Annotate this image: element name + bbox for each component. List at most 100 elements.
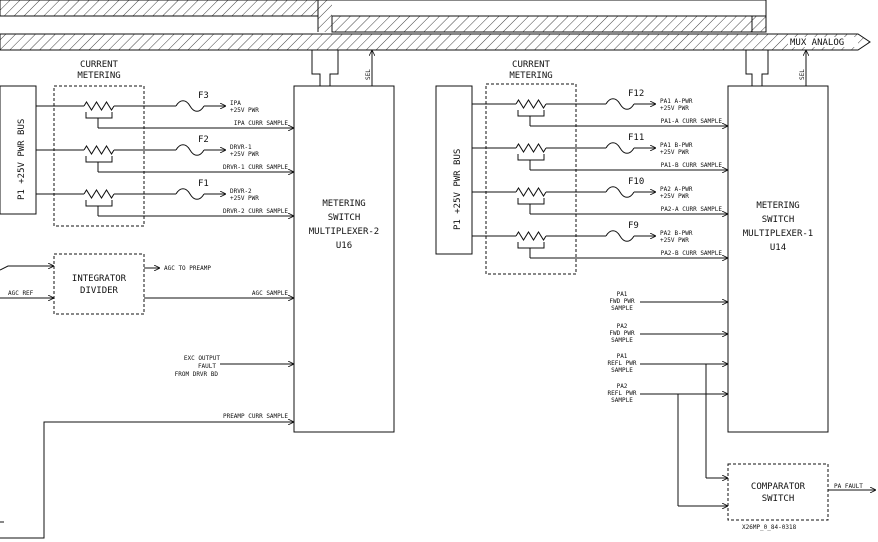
exc-output-2: FAULT bbox=[198, 363, 216, 370]
pa-sample-label: FWD PWR bbox=[609, 298, 635, 305]
sel-left: SEL bbox=[365, 69, 372, 80]
mux-1-box bbox=[727, 85, 829, 433]
pa-sample-label: SAMPLE bbox=[611, 397, 633, 404]
fuse-icon bbox=[175, 100, 205, 112]
mux-analog-bus bbox=[0, 0, 871, 87]
pa-sample-label: PA1 bbox=[617, 353, 628, 360]
mux-1-label-4: U14 bbox=[770, 243, 786, 253]
curr-sample-label: PA1-A CURR SAMPLE bbox=[661, 118, 723, 125]
fuse-dest-1: IPA bbox=[230, 100, 241, 107]
fuse-dest-1: PA2 B-PWR bbox=[660, 230, 693, 237]
resistor-icon bbox=[83, 101, 115, 111]
pa-sample-label: SAMPLE bbox=[611, 305, 633, 312]
left-pwr-bus bbox=[0, 85, 37, 215]
fuse-id: F2 bbox=[198, 135, 209, 145]
fuse-dest-2: +25V PWR bbox=[230, 151, 259, 158]
mux-2-box bbox=[293, 85, 395, 433]
preamp-curr-sample: PREAMP CURR SAMPLE bbox=[223, 413, 288, 420]
sel-right: SEL bbox=[799, 69, 806, 80]
mux-1-label-3: MULTIPLEXER-1 bbox=[743, 229, 813, 239]
mux-1-label-1: METERING bbox=[756, 201, 799, 211]
resistor-icon bbox=[515, 143, 547, 153]
fuse-icon bbox=[605, 98, 635, 110]
fuse-id: F10 bbox=[628, 177, 644, 187]
fuse-dest-2: +25V PWR bbox=[660, 237, 689, 244]
mux-2-label-1: METERING bbox=[322, 199, 365, 209]
left-pwr-bus-label: P1 +25V PWR BUS bbox=[17, 119, 27, 200]
fuse-dest-2: +25V PWR bbox=[230, 107, 259, 114]
exc-output-1: EXC OUTPUT bbox=[184, 355, 221, 362]
right-metering-box bbox=[485, 83, 577, 275]
right-metering-title-2: METERING bbox=[509, 71, 552, 81]
fuse-icon bbox=[605, 142, 635, 154]
resistor-icon bbox=[515, 231, 547, 241]
pa-sample-label: PA1 bbox=[617, 291, 628, 298]
pa-sample-label: PA2 bbox=[617, 323, 628, 330]
fuse-dest-1: PA1 B-PWR bbox=[660, 142, 693, 149]
right-pwr-bus-label: P1 +25V PWR BUS bbox=[453, 149, 463, 230]
left-metering-title-2: METERING bbox=[77, 71, 120, 81]
agc-ref: AGC REF bbox=[8, 290, 34, 297]
resistor-icon bbox=[83, 189, 115, 199]
right-pwr-bus bbox=[435, 85, 473, 255]
integrator-box bbox=[53, 253, 145, 315]
integrator-label-2: DIVIDER bbox=[80, 286, 119, 296]
curr-sample-label: DRVR-1 CURR SAMPLE bbox=[223, 164, 288, 171]
pa-sample-label: SAMPLE bbox=[611, 337, 633, 344]
exc-output-3: FROM DRVR BD bbox=[175, 371, 219, 378]
fuse-dest-2: +25V PWR bbox=[660, 193, 689, 200]
mux-2-label-2: SWITCH bbox=[328, 213, 361, 223]
right-metering-title-1: CURRENT bbox=[512, 60, 551, 70]
curr-sample-label: DRVR-2 CURR SAMPLE bbox=[223, 208, 288, 215]
mux-2-label-4: U16 bbox=[336, 241, 352, 251]
part-number: X26MP_0_84-0318 bbox=[742, 524, 797, 531]
comparator-label-2: SWITCH bbox=[762, 494, 795, 504]
fuse-id: F9 bbox=[628, 221, 639, 231]
curr-sample-label: PA2-B CURR SAMPLE bbox=[661, 250, 723, 257]
fuse-icon bbox=[175, 144, 205, 156]
fuse-dest-1: DRVR-1 bbox=[230, 144, 252, 151]
fuse-dest-1: PA1 A-PWR bbox=[660, 98, 693, 105]
fuse-icon bbox=[605, 186, 635, 198]
mux-1-label-2: SWITCH bbox=[762, 215, 795, 225]
pa-sample-label: PA2 bbox=[617, 383, 628, 390]
fuse-dest-1: PA2 A-PWR bbox=[660, 186, 693, 193]
agc-to-preamp: AGC TO PREAMP bbox=[164, 265, 211, 272]
bus-label: MUX ANALOG bbox=[790, 38, 844, 48]
resistor-icon bbox=[515, 99, 547, 109]
fuse-dest-2: +25V PWR bbox=[660, 105, 689, 112]
left-metering-box bbox=[53, 85, 145, 227]
fuse-id: F1 bbox=[198, 179, 209, 189]
left-metering-title-1: CURRENT bbox=[80, 60, 119, 70]
pa-sample-label: SAMPLE bbox=[611, 367, 633, 374]
curr-sample-label: PA1-B CURR SAMPLE bbox=[661, 162, 723, 169]
comparator-label-1: COMPARATOR bbox=[751, 482, 806, 492]
fuse-dest-2: +25V PWR bbox=[230, 195, 259, 202]
mux-2-label-3: MULTIPLEXER-2 bbox=[309, 227, 379, 237]
pa-sample-label: FWD PWR bbox=[609, 330, 635, 337]
resistor-icon bbox=[83, 145, 115, 155]
fuse-id: F11 bbox=[628, 133, 644, 143]
agc-sample: AGC SAMPLE bbox=[252, 290, 289, 297]
curr-sample-label: PA2-A CURR SAMPLE bbox=[661, 206, 723, 213]
pa-sample-label: REFL PWR bbox=[608, 360, 637, 367]
fuse-dest-2: +25V PWR bbox=[660, 149, 689, 156]
fuse-icon bbox=[175, 188, 205, 200]
comparator-box bbox=[727, 463, 829, 521]
resistor-icon bbox=[515, 187, 547, 197]
fuse-icon bbox=[605, 230, 635, 242]
